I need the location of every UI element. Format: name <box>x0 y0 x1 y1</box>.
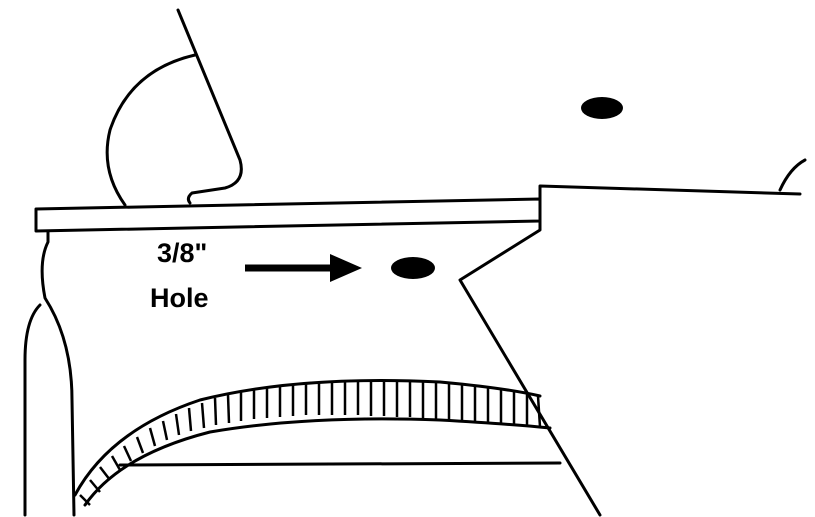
tab-curve <box>105 53 197 207</box>
hole-size-label: 3/8" <box>157 238 208 268</box>
left-body-edge <box>40 229 76 517</box>
right-corner-curve <box>778 158 807 192</box>
upper-step <box>538 184 802 201</box>
callout-arrow <box>245 254 362 282</box>
weld-bead-inner <box>83 417 552 507</box>
upper-hole <box>581 97 623 119</box>
weld-hatching <box>79 381 542 506</box>
weld-bead-outer <box>73 379 542 497</box>
tab-outline <box>176 8 243 205</box>
target-hole <box>391 257 435 279</box>
angled-edge <box>458 219 602 517</box>
left-frame-edge <box>23 303 42 517</box>
flange-plate <box>34 197 542 233</box>
inner-line <box>118 461 562 467</box>
hole-label: Hole <box>150 283 209 313</box>
